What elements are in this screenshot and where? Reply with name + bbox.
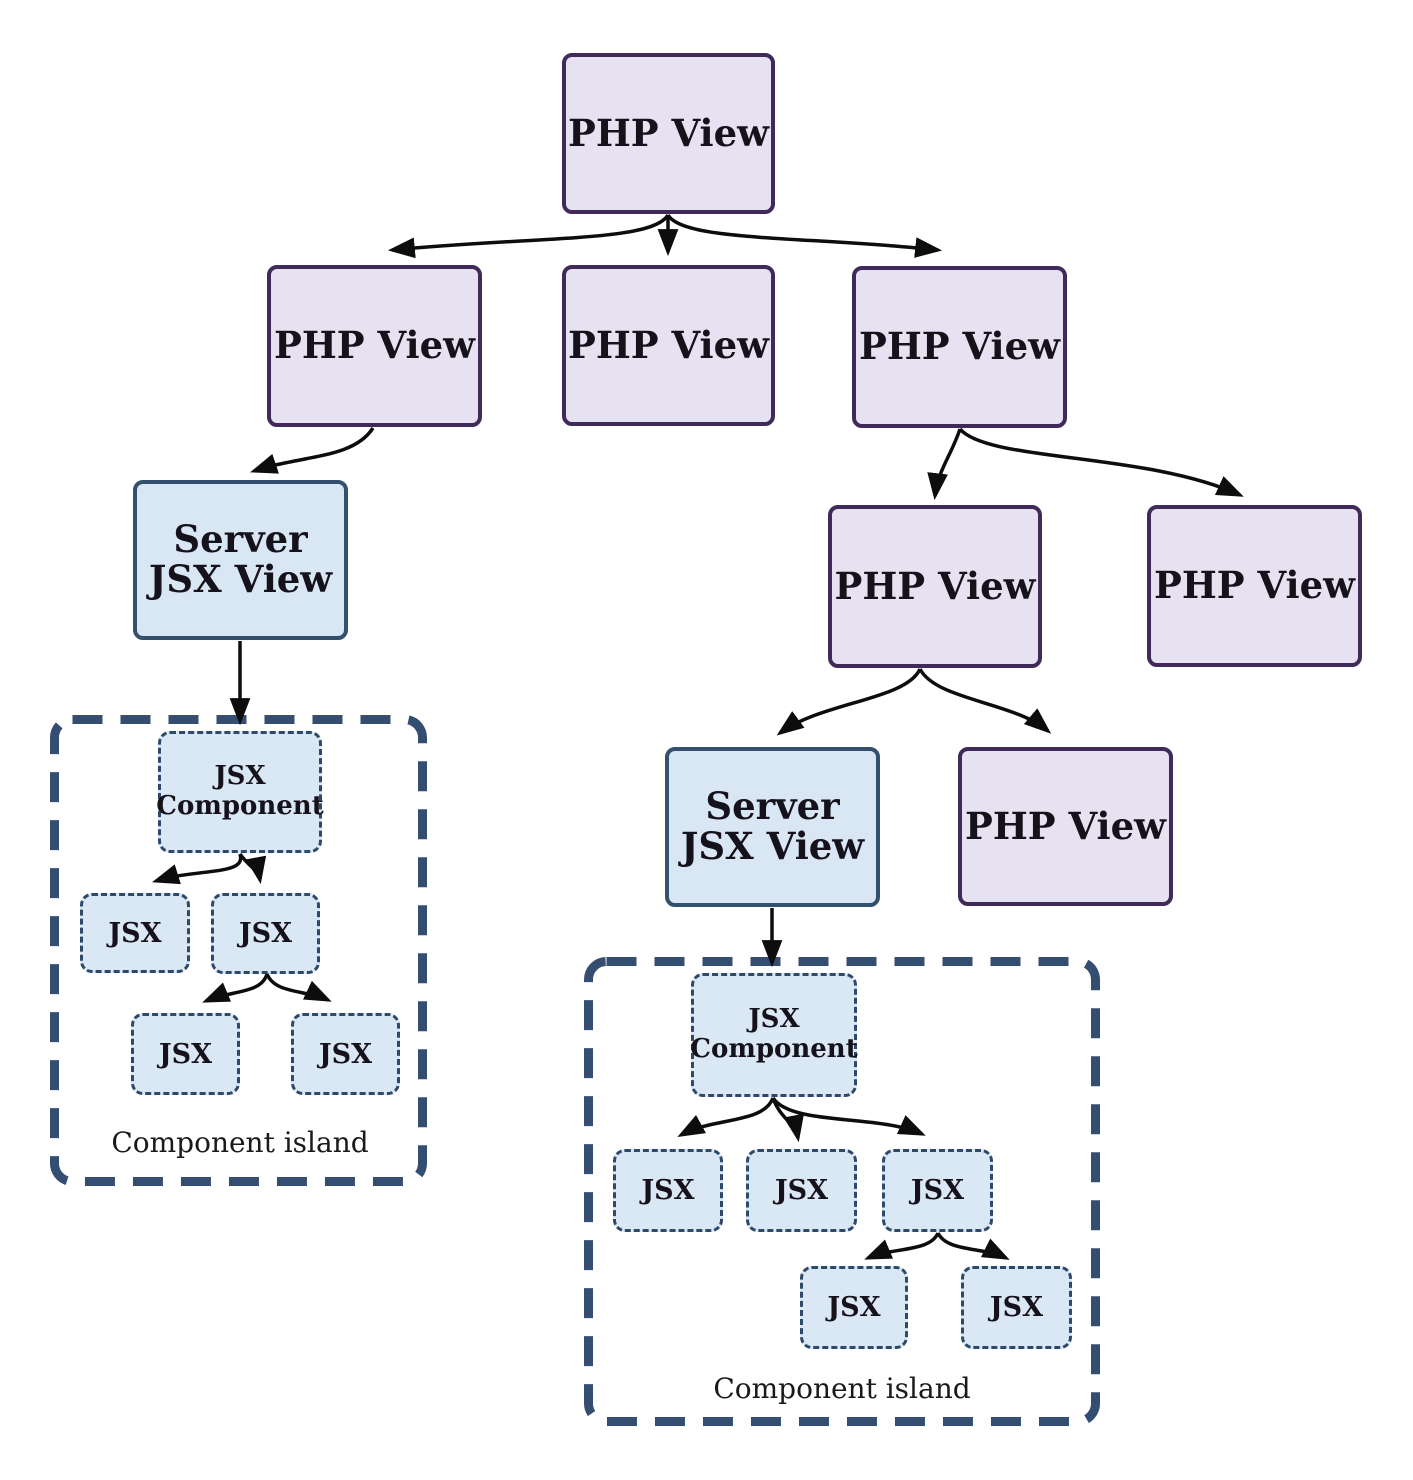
- node-label: JSX: [158, 1038, 213, 1070]
- node-label: JSX: [641, 1175, 695, 1206]
- arrow-componentB-to-jsx1: [677, 1097, 775, 1137]
- arrow-childA-to-php: [918, 668, 1052, 734]
- node-jsx-left-1: JSX: [80, 893, 190, 973]
- arrow-left-to-serverjsx: [250, 426, 375, 474]
- island-right-caption: Component island: [713, 1372, 971, 1405]
- node-php-view-child-right: PHP View: [852, 266, 1067, 428]
- node-label: Server JSX View: [148, 517, 333, 601]
- node-jsx-right-5: JSX: [961, 1266, 1072, 1349]
- node-label: PHP View: [274, 323, 475, 368]
- node-label: JSX Component: [156, 761, 324, 821]
- node-label: PHP View: [859, 324, 1060, 369]
- node-jsx-left-3: JSX: [131, 1013, 240, 1095]
- node-jsx-component-left: JSX Component: [156, 731, 324, 853]
- node-php-view-right-child-right: PHP View: [1147, 505, 1362, 667]
- arrow-jsx2-to-jsx4: [265, 973, 332, 1002]
- node-label: JSX Component: [690, 1004, 858, 1064]
- node-label: JSX: [238, 918, 293, 949]
- node-jsx-right-1: JSX: [613, 1149, 723, 1232]
- node-jsx-left-2: JSX: [211, 893, 320, 974]
- node-label-line2: JSX View: [148, 557, 333, 601]
- arrow-componentB-to-jsx2: [771, 1097, 804, 1143]
- node-label-line1: Server: [705, 784, 840, 829]
- arrow-right-to-childB: [958, 427, 1244, 497]
- node-jsx-right-4: JSX: [800, 1266, 908, 1349]
- node-php-view-right-grandchild: PHP View: [958, 747, 1173, 906]
- node-jsx-component-right: JSX Component: [690, 973, 858, 1097]
- node-jsx-left-4: JSX: [291, 1013, 400, 1095]
- node-label: Server JSX View: [680, 784, 865, 868]
- node-jsx-right-3: JSX: [882, 1149, 993, 1232]
- node-label: PHP View: [965, 803, 1166, 848]
- arrow-jsxB3-to-jsxB4: [864, 1232, 940, 1260]
- node-label: PHP View: [568, 110, 769, 155]
- arrow-jsx2-to-jsx3: [202, 973, 269, 1003]
- node-label: JSX: [827, 1292, 881, 1323]
- node-server-jsx-view-right: Server JSX View: [665, 747, 880, 907]
- node-label: JSX: [910, 1175, 965, 1206]
- node-label: PHP View: [834, 563, 1036, 608]
- arrow-root-to-left: [387, 213, 670, 259]
- arrow-right-to-childA: [927, 428, 962, 501]
- node-label-line2: JSX View: [680, 824, 865, 868]
- arrow-componentB-to-jsx3: [771, 1096, 926, 1136]
- arrow-root-to-right: [666, 213, 943, 258]
- arrow-childA-to-serverjsx: [776, 668, 922, 736]
- node-php-view-child-mid: PHP View: [562, 265, 775, 426]
- arrow-componentA-to-jsx2: [238, 852, 267, 885]
- node-label: JSX: [774, 1175, 829, 1206]
- node-php-view-right-child-left: PHP View: [828, 505, 1042, 668]
- node-label: JSX: [318, 1038, 373, 1070]
- node-jsx-right-2: JSX: [746, 1149, 857, 1232]
- node-php-view-root: PHP View: [562, 53, 775, 214]
- arrow-jsxB3-to-jsxB5: [936, 1232, 1010, 1260]
- node-label: PHP View: [568, 322, 769, 367]
- node-label-line1: Server: [173, 517, 308, 562]
- node-php-view-child-left: PHP View: [267, 265, 482, 427]
- node-label: JSX: [989, 1292, 1044, 1323]
- island-left-caption: Component island: [111, 1126, 369, 1159]
- node-server-jsx-view-left: Server JSX View: [133, 480, 348, 640]
- node-label: PHP View: [1154, 563, 1355, 608]
- arrow-componentA-to-jsx1: [152, 853, 243, 885]
- node-label: JSX: [108, 917, 162, 949]
